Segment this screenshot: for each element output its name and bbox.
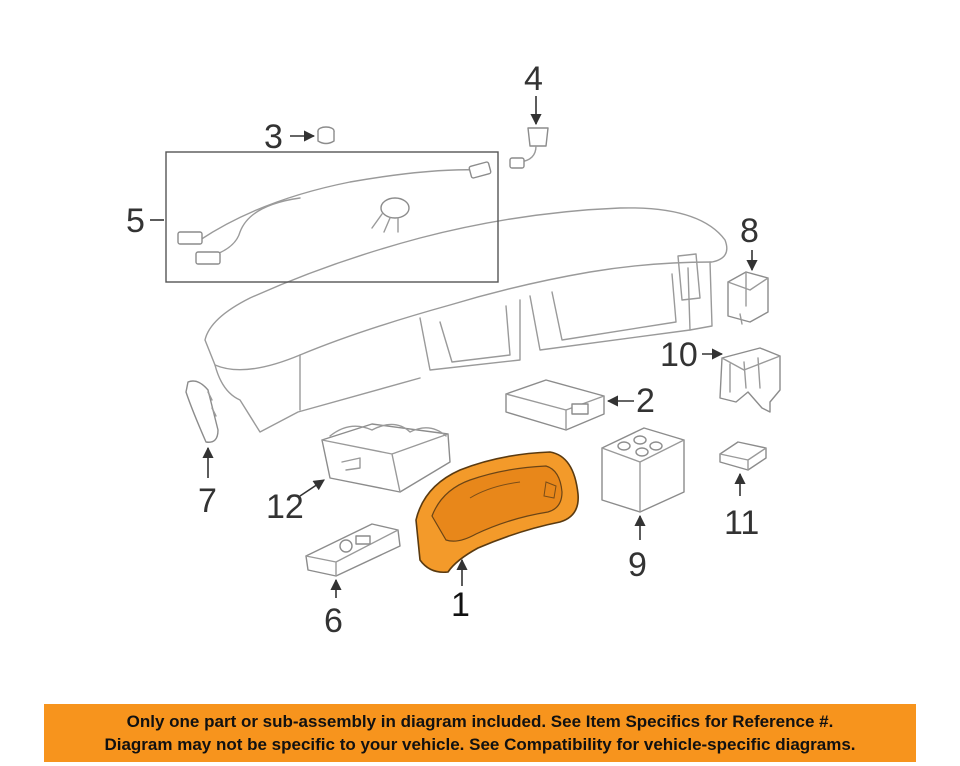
callout-3: 3 bbox=[264, 118, 283, 156]
callout-5: 5 bbox=[126, 202, 145, 240]
part-6-switch-panel bbox=[305, 523, 401, 577]
part-11-switch bbox=[719, 441, 767, 471]
callout-9: 9 bbox=[628, 546, 647, 584]
dashboard-outline bbox=[204, 207, 728, 433]
part-1-cluster-bezel bbox=[415, 451, 579, 574]
part-10-bracket bbox=[719, 347, 781, 413]
part-12-airbag bbox=[321, 423, 451, 493]
disclaimer-line-2: Diagram may not be specific to your vehi… bbox=[104, 735, 856, 754]
disclaimer-banner: Only one part or sub-assembly in diagram… bbox=[44, 704, 916, 762]
harness-box bbox=[165, 151, 499, 283]
callout-7: 7 bbox=[198, 482, 217, 520]
callout-2: 2 bbox=[636, 382, 655, 420]
callout-12: 12 bbox=[266, 488, 304, 526]
callout-8: 8 bbox=[740, 212, 759, 250]
leader-arrows bbox=[150, 96, 758, 598]
part-2-module bbox=[505, 379, 605, 431]
part-4-socket bbox=[509, 127, 549, 169]
callout-4: 4 bbox=[524, 60, 543, 98]
disclaimer-line-1: Only one part or sub-assembly in diagram… bbox=[126, 712, 834, 731]
part-8-module bbox=[727, 271, 769, 325]
callout-1: 1 bbox=[451, 586, 470, 624]
callout-6: 6 bbox=[324, 602, 343, 640]
part-7-endcap bbox=[185, 380, 219, 443]
callout-11: 11 bbox=[724, 504, 759, 542]
part-9-control-module bbox=[601, 427, 685, 513]
parts-diagram: 3 4 5 8 10 2 7 12 11 9 1 6 bbox=[126, 60, 781, 640]
part-3-cap bbox=[317, 126, 335, 145]
callout-10: 10 bbox=[660, 336, 698, 374]
